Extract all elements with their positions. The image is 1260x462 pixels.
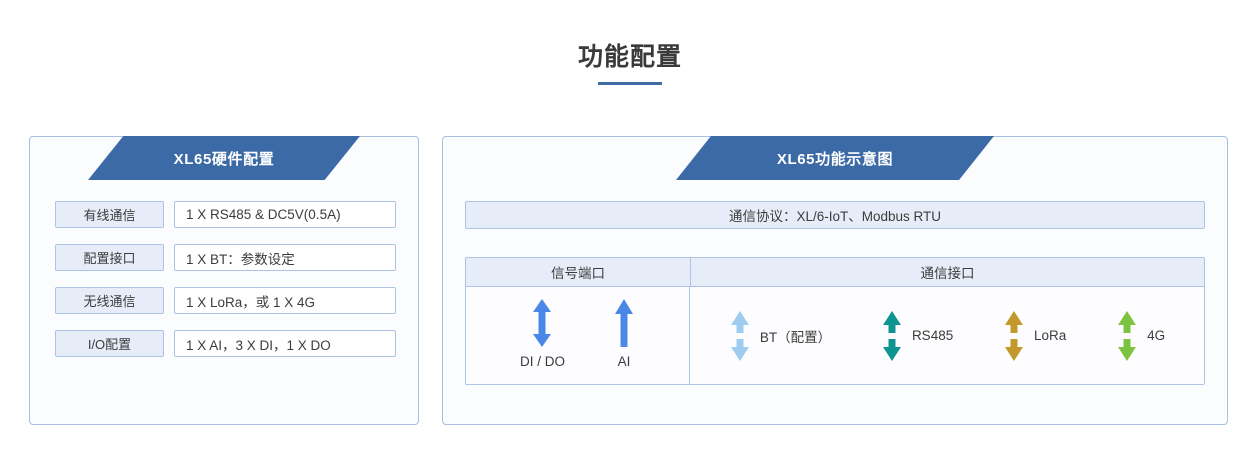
spec-label-wired: 有线通信: [55, 201, 164, 228]
signal-port-ai: AI: [613, 298, 635, 369]
hardware-config-panel: XL65硬件配置 有线通信 1 X RS485 & DC5V(0.5A) 配置接…: [29, 136, 419, 425]
comm-port-bt: BT（配置）: [729, 310, 831, 362]
diagram-table-header: 信号端口 通信接口: [466, 258, 1204, 287]
split-bidirectional-arrow-icon: [1116, 310, 1138, 362]
page-header: 功能配置: [0, 0, 1260, 85]
function-diagram-banner: XL65功能示意图: [676, 136, 994, 180]
comm-port-lora: LoRa: [1003, 310, 1066, 362]
double-arrow-icon: [531, 298, 553, 348]
diagram-table-body: DI / DO AI: [466, 287, 1204, 384]
hardware-config-banner-title: XL65硬件配置: [173, 150, 275, 168]
spec-value-io: 1 X AI，3 X DI，1 X DO: [174, 330, 396, 357]
table-row: 配置接口 1 X BT：参数设定: [55, 244, 396, 271]
spec-label-wireless: 无线通信: [55, 287, 164, 314]
hardware-spec-list: 有线通信 1 X RS485 & DC5V(0.5A) 配置接口 1 X BT：…: [55, 201, 396, 357]
table-row: I/O配置 1 X AI，3 X DI，1 X DO: [55, 330, 396, 357]
column-header-comm-port: 通信接口: [920, 266, 975, 281]
function-diagram-banner-title: XL65功能示意图: [776, 150, 894, 168]
title-underline: [598, 81, 662, 85]
spec-label-config-port: 配置接口: [55, 244, 164, 271]
spec-value-wired: 1 X RS485 & DC5V(0.5A): [174, 201, 396, 228]
spec-label-io: I/O配置: [55, 330, 164, 357]
spec-value-config-port: 1 X BT：参数设定: [174, 244, 396, 271]
signal-port-ai-label: AI: [617, 354, 631, 369]
split-bidirectional-arrow-icon: [1003, 310, 1025, 362]
split-bidirectional-arrow-icon: [881, 310, 903, 362]
spec-value-wireless: 1 X LoRa，或 1 X 4G: [174, 287, 396, 314]
up-arrow-icon: [613, 298, 635, 348]
comm-port-4g: 4G: [1116, 310, 1165, 362]
signal-port-di-do-label: DI / DO: [519, 354, 565, 369]
comm-port-rs485-label: RS485: [911, 328, 954, 343]
table-row: 有线通信 1 X RS485 & DC5V(0.5A): [55, 201, 396, 228]
hardware-config-banner: XL65硬件配置: [88, 136, 360, 180]
panels-container: XL65硬件配置 有线通信 1 X RS485 & DC5V(0.5A) 配置接…: [0, 136, 1260, 425]
protocol-bar: 通信协议：XL/6-IoT、Modbus RTU: [465, 201, 1205, 229]
comm-port-rs485: RS485: [881, 310, 953, 362]
comm-port-cell: BT（配置） RS485: [690, 287, 1204, 384]
protocol-text: 通信协议：XL/6-IoT、Modbus RTU: [728, 209, 942, 224]
signal-port-cell: DI / DO AI: [466, 287, 690, 384]
diagram-table: 信号端口 通信接口 DI / DO: [465, 257, 1205, 385]
comm-port-bt-label: BT（配置）: [759, 329, 832, 345]
page-title: 功能配置: [577, 43, 682, 71]
comm-port-lora-label: LoRa: [1034, 328, 1067, 343]
function-diagram-panel: XL65功能示意图 通信协议：XL/6-IoT、Modbus RTU 信号端口 …: [442, 136, 1228, 425]
comm-port-4g-label: 4G: [1147, 328, 1166, 343]
signal-port-di-do: DI / DO: [520, 298, 565, 369]
table-row: 无线通信 1 X LoRa，或 1 X 4G: [55, 287, 396, 314]
split-bidirectional-arrow-icon: [729, 310, 751, 362]
column-header-signal-port: 信号端口: [466, 258, 691, 286]
